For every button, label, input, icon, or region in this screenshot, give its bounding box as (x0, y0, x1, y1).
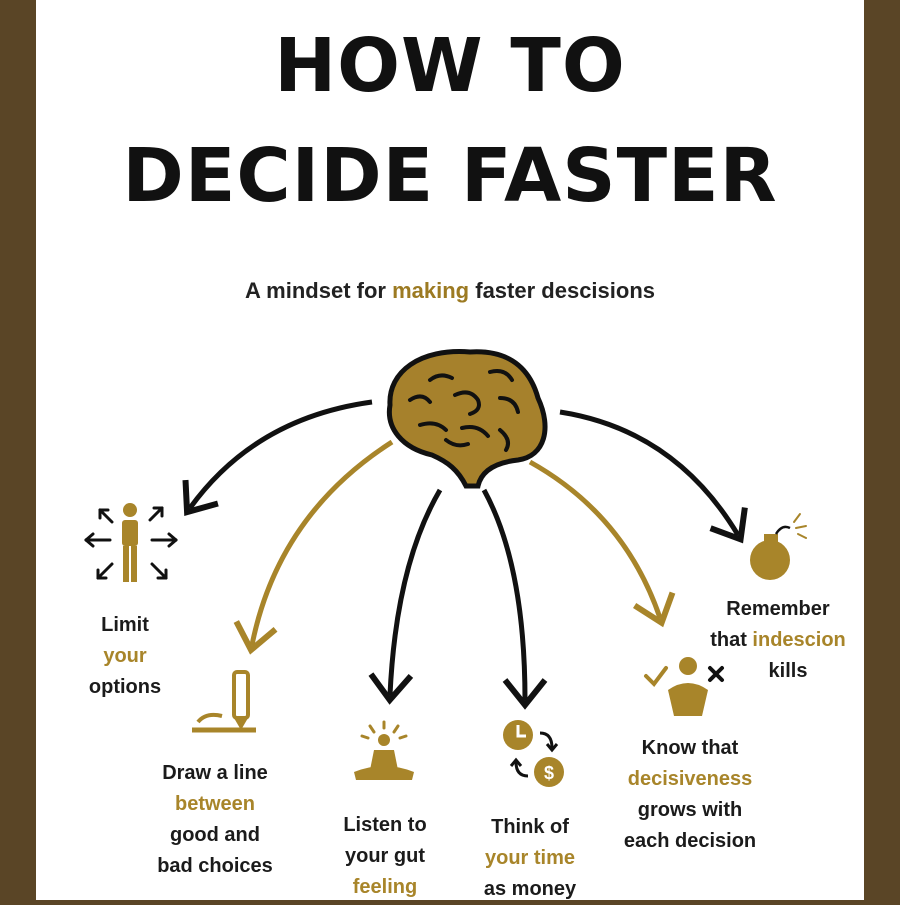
tip-grow-line4: each decision (623, 830, 757, 852)
tip-limit-line1: Limit (101, 614, 149, 636)
subtitle-start: A mindset for (244, 278, 386, 303)
tip-grow-line2: decisiveness (627, 768, 753, 790)
title-line-2: DECIDE FASTER (122, 133, 778, 219)
tip-limit-line3: options (88, 676, 162, 698)
bomb-icon (750, 513, 807, 580)
tip-bomb-line1: Remember (726, 598, 830, 620)
arrow-to-limit (182, 399, 373, 516)
tip-grow-line1: Know that (641, 737, 739, 759)
tip-line-line3: good and (170, 824, 260, 846)
tip-limit-line2: your (103, 645, 147, 667)
tip-line-line4: bad choices (157, 855, 273, 877)
pencil-line-icon (192, 670, 256, 733)
tip-bomb-line2-accent: indescion (752, 629, 846, 651)
tip-grow: Know that decisiveness grows with each d… (600, 733, 780, 857)
tip-gut-line2: your gut (345, 845, 425, 867)
tip-line-line1: Draw a line (162, 762, 268, 784)
person-arrows-icon (84, 503, 178, 582)
meditation-icon (354, 720, 414, 780)
person-check-cross-icon (644, 657, 724, 716)
brain-icon (386, 349, 548, 489)
tip-time-line1: Think of (491, 816, 569, 838)
arrow-to-gut (368, 488, 443, 705)
subtitle-accent: making (392, 278, 470, 303)
tip-bomb: Remember that indescion kills (688, 594, 868, 687)
tip-line: Draw a line between good and bad choices (140, 758, 290, 882)
tip-line-line2: between (174, 793, 256, 815)
arrow-to-line (233, 439, 394, 655)
tip-bomb-line2-plain: that (710, 629, 753, 651)
arrow-to-bomb (559, 409, 748, 544)
tip-gut-line3: feeling (352, 876, 418, 898)
tip-limit: Limit your options (70, 610, 180, 703)
subtitle-end: faster descisions (475, 278, 655, 303)
tip-bomb-line2: that indescion (688, 625, 868, 656)
subtitle: A mindset for making faster descisions (0, 278, 900, 304)
tip-time: Think of your time as money (460, 812, 600, 905)
svg-text:$: $ (544, 763, 554, 783)
arrow-to-time (481, 488, 548, 710)
tip-gut: Listen to your gut feeling (320, 810, 450, 903)
tip-time-line2: your time (484, 847, 576, 869)
tip-time-line3: as money (483, 878, 577, 900)
clock-money-icon: $ (503, 720, 564, 787)
tip-bomb-line3: kills (768, 660, 808, 682)
title-line-1: HOW TO (274, 23, 626, 109)
tip-gut-line1: Listen to (343, 814, 427, 836)
tip-grow-line3: grows with (637, 799, 743, 821)
arrow-to-grow (528, 459, 676, 628)
